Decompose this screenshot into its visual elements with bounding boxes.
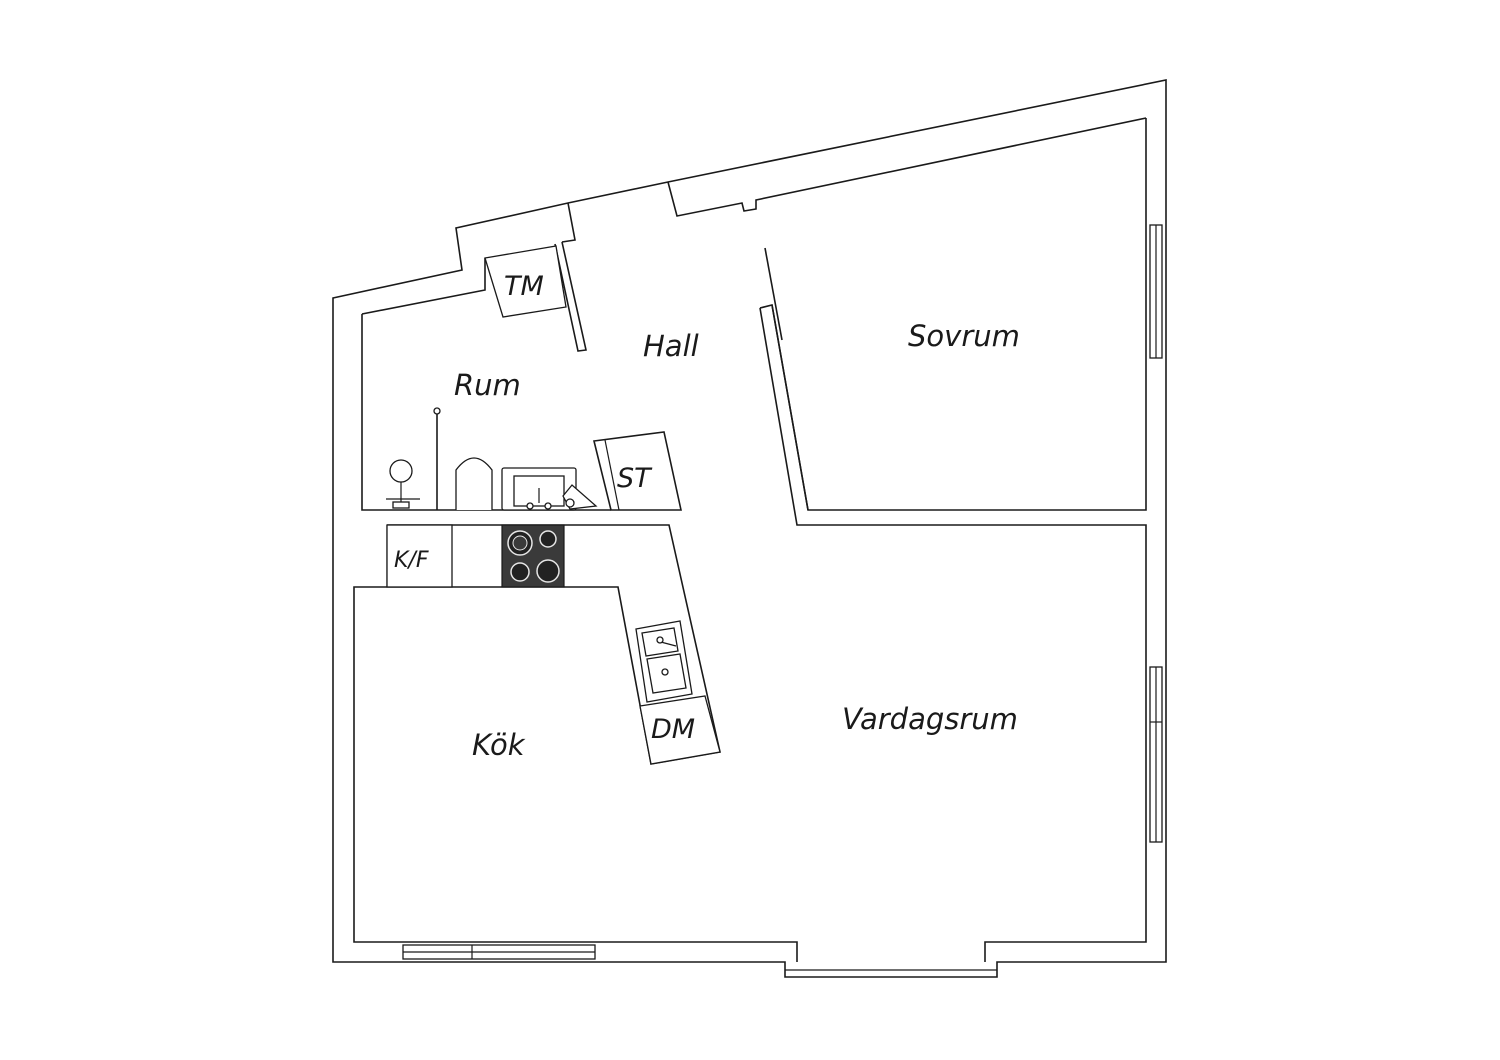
top-wall-inner — [361, 258, 486, 315]
kitchen-counter-wall — [353, 524, 798, 962]
room-label-kok: Kök — [472, 728, 526, 762]
room-label-hall: Hall — [643, 329, 699, 363]
fixture-label-st: ST — [617, 463, 653, 494]
toilet-icon — [455, 457, 493, 510]
top-wall-niche — [561, 202, 576, 243]
room-label-sovrum: Sovrum — [908, 319, 1020, 353]
sovrum-lower-wall — [759, 304, 809, 511]
room-label-rum: Rum — [454, 368, 521, 402]
tm-partition — [554, 241, 587, 352]
dm-dishwasher-box — [639, 695, 721, 765]
sovrum-door-leaf — [764, 247, 783, 341]
window-bottom — [402, 944, 596, 960]
shower-icon — [386, 459, 420, 509]
fixture-label-dm: DM — [651, 714, 695, 745]
vardagsrum-top-wall — [759, 307, 1147, 962]
washing-machine-icon — [562, 484, 598, 510]
sink-icon — [501, 467, 577, 511]
st-storage — [593, 431, 682, 511]
top-wall-recess — [667, 117, 1147, 217]
fixture-label-tm: TM — [504, 271, 544, 302]
outer-wall — [332, 79, 1167, 978]
shower-rod-icon — [433, 407, 441, 510]
st-inner — [604, 439, 620, 511]
window-right-upper — [1149, 224, 1163, 359]
sovrum-wall — [771, 118, 1147, 511]
stove-icon — [501, 524, 565, 588]
tm-box — [484, 245, 567, 318]
fixture-label-kf: K/F — [394, 548, 429, 573]
kf-fridge-box — [386, 524, 453, 588]
kitchen-sink-icon — [635, 620, 693, 703]
window-right-lower — [1149, 666, 1163, 843]
room-label-vardagsrum: Vardagsrum — [842, 702, 1018, 736]
